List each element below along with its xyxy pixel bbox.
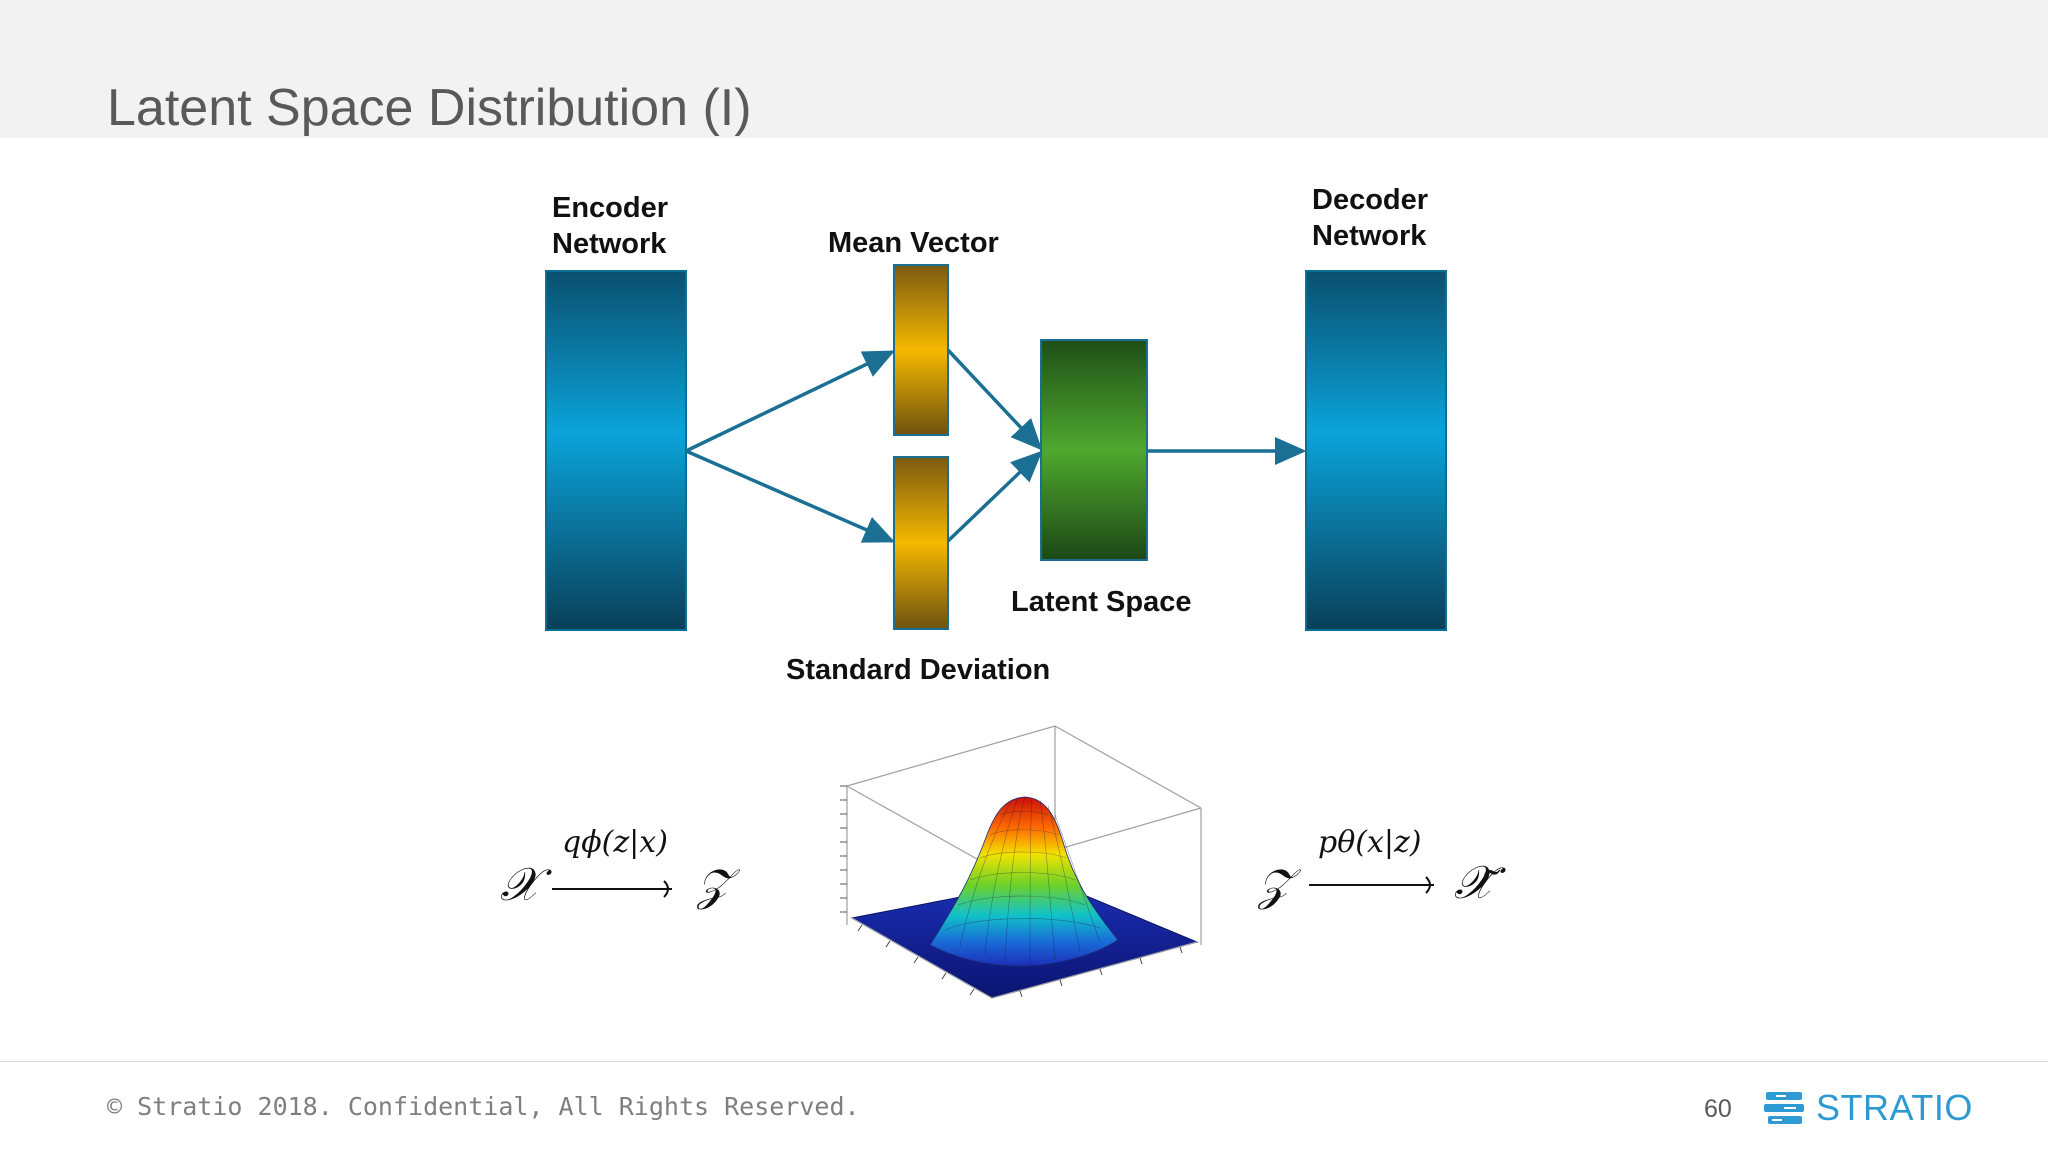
- gaussian-surface-plot: [840, 725, 1202, 999]
- equation-encoder-to: 𝒵: [696, 860, 741, 911]
- std-deviation-label: Standard Deviation: [786, 654, 1051, 686]
- copyright-text: © Stratio 2018. Confidential, All Rights…: [107, 1092, 860, 1121]
- arrow-std-to-latent: [946, 450, 1043, 543]
- equation-encoder: 𝒳 qϕ(z|x) 𝒵: [500, 825, 741, 911]
- equation-decoder: 𝒵 pθ(x|z) 𝒳̃: [1257, 825, 1506, 911]
- stratio-logo-text: STRATIO: [1816, 1087, 1973, 1128]
- surface-peak: [929, 796, 1119, 967]
- equation-decoder-over: pθ(x|z): [1318, 825, 1422, 860]
- latent-space-label: Latent Space: [1011, 586, 1192, 618]
- mean-vector-label: Mean Vector: [828, 227, 999, 259]
- footer-divider: [0, 1061, 2048, 1062]
- equation-encoder-from: 𝒳: [500, 857, 552, 911]
- decoder-label-line1: Decoder: [1312, 184, 1429, 216]
- std-deviation-block: [893, 456, 949, 630]
- decoder-label: Decoder Network: [1312, 182, 1428, 254]
- slide-title: Latent Space Distribution (I): [107, 79, 752, 137]
- header-band: [0, 0, 2048, 138]
- equation-encoder-over: qϕ(z|x): [562, 825, 668, 860]
- stratio-logo: STRATIO: [1764, 1087, 1973, 1128]
- plot-z-ticks: [840, 785, 847, 913]
- equation-decoder-from: 𝒵: [1257, 860, 1302, 911]
- stratio-logo-icon: [1764, 1092, 1804, 1124]
- flow-arrows: [685, 348, 1307, 543]
- decoder-network-block: [1305, 270, 1447, 631]
- equation-decoder-to: 𝒳̃: [1454, 855, 1506, 909]
- mean-vector-block: [893, 264, 949, 436]
- latent-space-block: [1040, 339, 1148, 561]
- encoder-label: Encoder Network: [552, 190, 668, 262]
- decoder-label-line2: Network: [1312, 220, 1427, 252]
- encoder-label-line2: Network: [552, 228, 667, 260]
- page-number: 60: [1704, 1095, 1732, 1123]
- encoder-network-block: [545, 270, 687, 631]
- arrow-encoder-to-mean: [685, 350, 896, 453]
- arrow-encoder-to-std: [685, 449, 896, 543]
- encoder-label-line1: Encoder: [552, 192, 669, 224]
- arrow-mean-to-latent: [946, 348, 1043, 451]
